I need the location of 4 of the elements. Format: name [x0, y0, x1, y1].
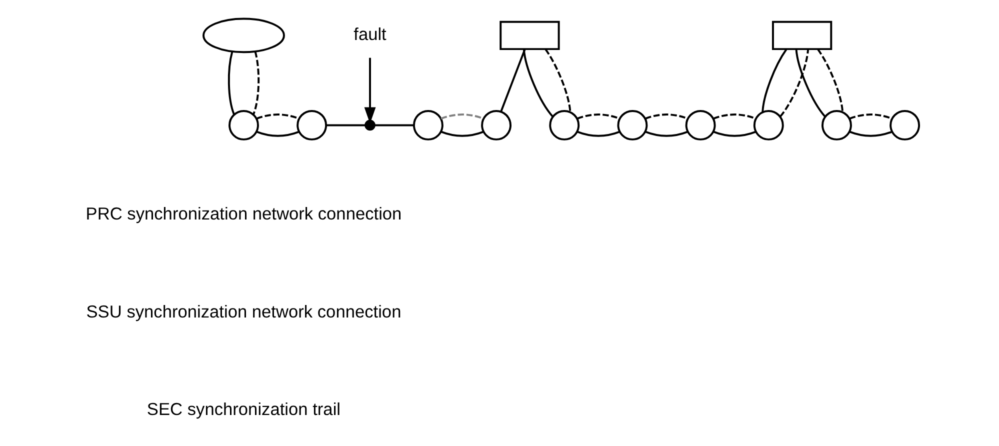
legend-label: SSU synchronization network connection — [86, 301, 401, 322]
node-text: fault — [353, 24, 386, 44]
legend-label: PRC synchronization network connection — [85, 204, 402, 224]
legend-label: SEC synchronization trail — [146, 399, 340, 420]
